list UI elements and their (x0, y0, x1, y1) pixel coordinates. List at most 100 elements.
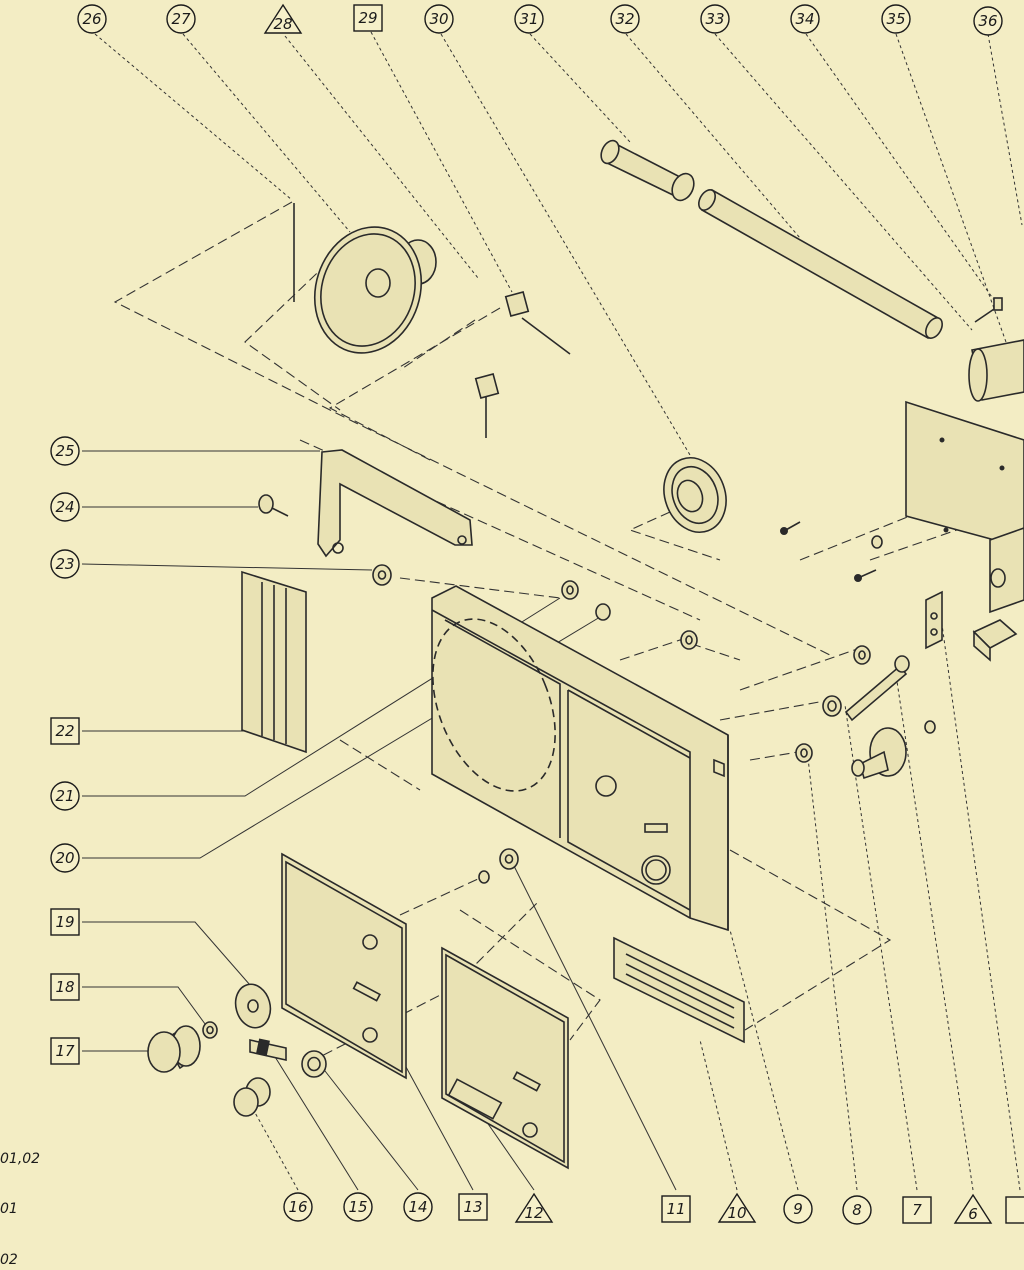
callout-27: 27 (166, 4, 196, 34)
callout-square-shape (50, 908, 80, 936)
part-handle (317, 449, 473, 558)
part-reel-disc (313, 226, 437, 354)
part-small-hardware (561, 521, 936, 763)
part-bracket (925, 590, 943, 650)
part-slide-switch (249, 1038, 287, 1061)
part-bushing (822, 695, 842, 717)
callout-square-shape (50, 717, 80, 745)
part-component-block (972, 527, 1024, 662)
callout-label: 32 (615, 10, 634, 28)
callout-label: 22 (55, 722, 74, 740)
callout-32: 32 (610, 4, 640, 34)
callout-triangle-shape (514, 1192, 554, 1223)
callout-circle-shape (50, 436, 80, 466)
callout-label: 23 (55, 555, 74, 573)
callout-circle-shape (514, 4, 544, 34)
callout-19: 19 (50, 908, 80, 936)
callout-24: 24 (50, 492, 80, 522)
leader-lines (81, 31, 1023, 1191)
callout-blank (1005, 1196, 1024, 1224)
callout-circle-shape (783, 1194, 813, 1224)
part-front-panel (281, 852, 407, 1080)
callout-16: 16 (283, 1192, 313, 1222)
callout-7: 7 (902, 1196, 932, 1224)
part-washer-11 (478, 848, 519, 884)
part-disc-19 (234, 983, 272, 1029)
callout-square-shape (661, 1195, 691, 1223)
callout-label: 6 (968, 1205, 978, 1223)
callout-30: 30 (424, 4, 454, 34)
callout-25: 25 (50, 436, 80, 466)
callout-15: 15 (343, 1192, 373, 1222)
callout-label: 24 (55, 498, 74, 516)
legend-entry-1: 01,02 (0, 1151, 40, 1167)
callout-label: 30 (429, 10, 448, 28)
callout-11: 11 (661, 1195, 691, 1223)
callout-34: 34 (790, 4, 820, 34)
callout-label: 11 (666, 1200, 685, 1218)
callout-14: 14 (403, 1192, 433, 1222)
callout-triangle-shape (953, 1193, 993, 1224)
callout-21: 21 (50, 781, 80, 811)
part-washer-23 (372, 564, 392, 586)
callout-circle-shape (283, 1192, 313, 1222)
callout-label: 15 (348, 1198, 367, 1216)
callout-label: 16 (288, 1198, 307, 1216)
callout-square-shape (50, 1037, 80, 1065)
callout-circle-shape (50, 781, 80, 811)
callout-circle-shape (50, 549, 80, 579)
callout-23: 23 (50, 549, 80, 579)
callout-35: 35 (881, 4, 911, 34)
callout-label: 12 (524, 1204, 543, 1222)
callout-square-shape (353, 4, 383, 32)
callout-square-shape (50, 973, 80, 1001)
callout-label: 18 (55, 978, 74, 996)
part-pulley (663, 457, 727, 533)
part-washer-14 (301, 1050, 327, 1078)
callout-22: 22 (50, 717, 80, 745)
callout-circle-shape (403, 1192, 433, 1222)
legend-entry-3: 02 (0, 1252, 18, 1268)
part-label-plate (241, 570, 307, 754)
callout-label: 29 (358, 9, 377, 27)
callout-label: 8 (852, 1201, 862, 1219)
callout-8: 8 (842, 1195, 872, 1225)
part-mounting-plate (905, 400, 1024, 549)
callout-20: 20 (50, 843, 80, 873)
part-screw-34 (974, 297, 1003, 323)
callout-label: 17 (55, 1042, 75, 1060)
legend: 01,02 01 02 (0, 1151, 40, 1268)
callout-6: 6 (953, 1193, 993, 1224)
callout-12: 12 (514, 1192, 554, 1223)
legend-entry-2: 01 (0, 1201, 18, 1217)
callout-circle-shape (343, 1192, 373, 1222)
callout-circle-shape (973, 6, 1003, 36)
callout-square-shape (458, 1193, 488, 1221)
callout-label: 34 (795, 10, 814, 28)
callout-circle-shape (610, 4, 640, 34)
callout-label: 26 (82, 10, 101, 28)
callout-circle-shape (50, 843, 80, 873)
part-switch-upper (504, 291, 571, 355)
part-knob-16 (233, 1077, 271, 1117)
callout-square-shape (1005, 1196, 1024, 1224)
callout-markers: 26 27 28 29 30 31 32 33 34 35 36 25 24 23 22 21 20 19 18 17… (50, 3, 1024, 1225)
part-grille-plate (613, 936, 745, 1044)
callout-33: 33 (700, 4, 730, 34)
callout-9: 9 (783, 1194, 813, 1224)
callout-label: 21 (55, 787, 74, 805)
callout-17: 17 (50, 1037, 80, 1065)
callout-circle-shape (842, 1195, 872, 1225)
callout-circle-shape (77, 4, 107, 34)
callout-36: 36 (973, 6, 1003, 36)
callout-triangle-shape (263, 3, 303, 34)
callout-circle-shape (790, 4, 820, 34)
part-motor-cylinder (968, 339, 1024, 402)
callout-28: 28 (263, 3, 303, 34)
callout-circle-shape (881, 4, 911, 34)
callout-26: 26 (77, 4, 107, 34)
callout-label: 20 (55, 849, 74, 867)
callout-label: 28 (273, 15, 292, 33)
callout-label: 31 (519, 10, 538, 28)
